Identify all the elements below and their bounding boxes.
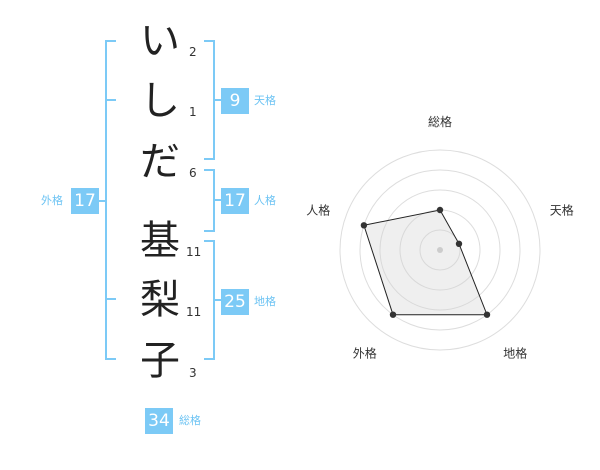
name-char-1: い: [140, 18, 180, 64]
tenkaku-label: 天格: [254, 94, 276, 107]
stroke-count-4: 11: [186, 245, 202, 259]
radar-point-5: [360, 222, 368, 229]
tenkaku-badge: 9: [221, 88, 249, 114]
stroke-count-6: 3: [189, 366, 197, 380]
gaikaku-label: 外格: [41, 194, 63, 207]
chikaku-label: 地格: [254, 295, 276, 308]
name-char-2: し: [140, 78, 180, 124]
name-char-5: 梨: [140, 277, 180, 323]
radar-point-4: [389, 311, 397, 318]
stroke-count-2: 1: [189, 105, 197, 119]
name-char-3: だ: [140, 139, 180, 185]
name-char-6: 子: [140, 338, 180, 384]
stroke-count-1: 2: [189, 45, 197, 59]
chikaku-badge: 25: [221, 289, 249, 315]
jinkaku-label: 人格: [254, 194, 276, 207]
soukaku-label: 総格: [179, 414, 201, 427]
radar-point-1: [436, 206, 444, 214]
radar-point-3: [483, 311, 491, 318]
radar-center-dot: [437, 247, 443, 253]
radar-axis-label-2: 天格: [550, 202, 574, 217]
radar-axis-label-3: 地格: [503, 346, 527, 361]
jinkaku-badge: 17: [221, 188, 249, 214]
gaikaku-badge: 17: [71, 188, 99, 214]
stroke-count-5: 11: [186, 305, 202, 319]
radar-point-2: [455, 240, 463, 247]
radar-axis-label-1: 総格: [428, 114, 452, 129]
radar-data-area: [363, 209, 488, 316]
stroke-count-3: 6: [189, 166, 197, 180]
name-char-4: 基: [140, 218, 180, 264]
radar-axis-label-4: 外格: [353, 346, 377, 361]
radar-axis-label-5: 人格: [306, 202, 330, 217]
soukaku-badge: 34: [145, 408, 173, 434]
